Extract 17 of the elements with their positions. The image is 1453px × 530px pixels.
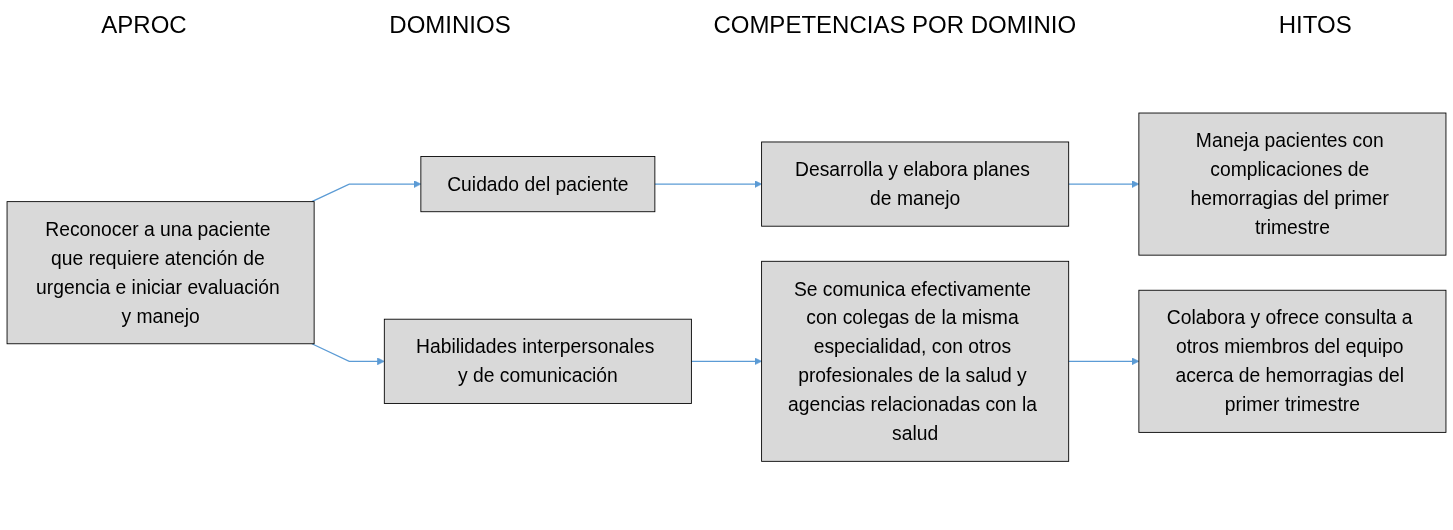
node-box: Maneja pacientes con complicaciones de hemorragias del primer trimestre: [1138, 112, 1447, 256]
column-heading: COMPETENCIAS POR DOMINIO: [713, 11, 1077, 39]
node-box: Habilidades interpersonales y de comunicación: [383, 319, 692, 405]
arrow: [654, 180, 762, 189]
arrow: [1068, 357, 1140, 366]
node-box: Se comunica efectivamente con colegas de la misma especialidad, con otros profesionales de la salud y agencias relacionadas con la salud: [761, 261, 1070, 463]
node-box: Desarrolla y elabora planes de manejo: [761, 141, 1070, 227]
arrow: [311, 343, 385, 366]
arrow: [1068, 180, 1140, 189]
node-box: Cuidado del paciente: [420, 156, 656, 213]
column-heading: APROC: [101, 11, 187, 39]
node-box: Reconocer a una paciente que requiere atención de urgencia e iniciar evaluación y manejo: [6, 201, 315, 345]
arrow: [311, 180, 422, 203]
column-heading: HITOS: [1278, 11, 1352, 39]
column-heading: DOMINIOS: [389, 11, 511, 39]
arrow: [690, 357, 762, 366]
node-box: Colabora y ofrece consulta a otros miembros del equipo acerca de hemorragias del primer trimestre: [1138, 290, 1447, 434]
